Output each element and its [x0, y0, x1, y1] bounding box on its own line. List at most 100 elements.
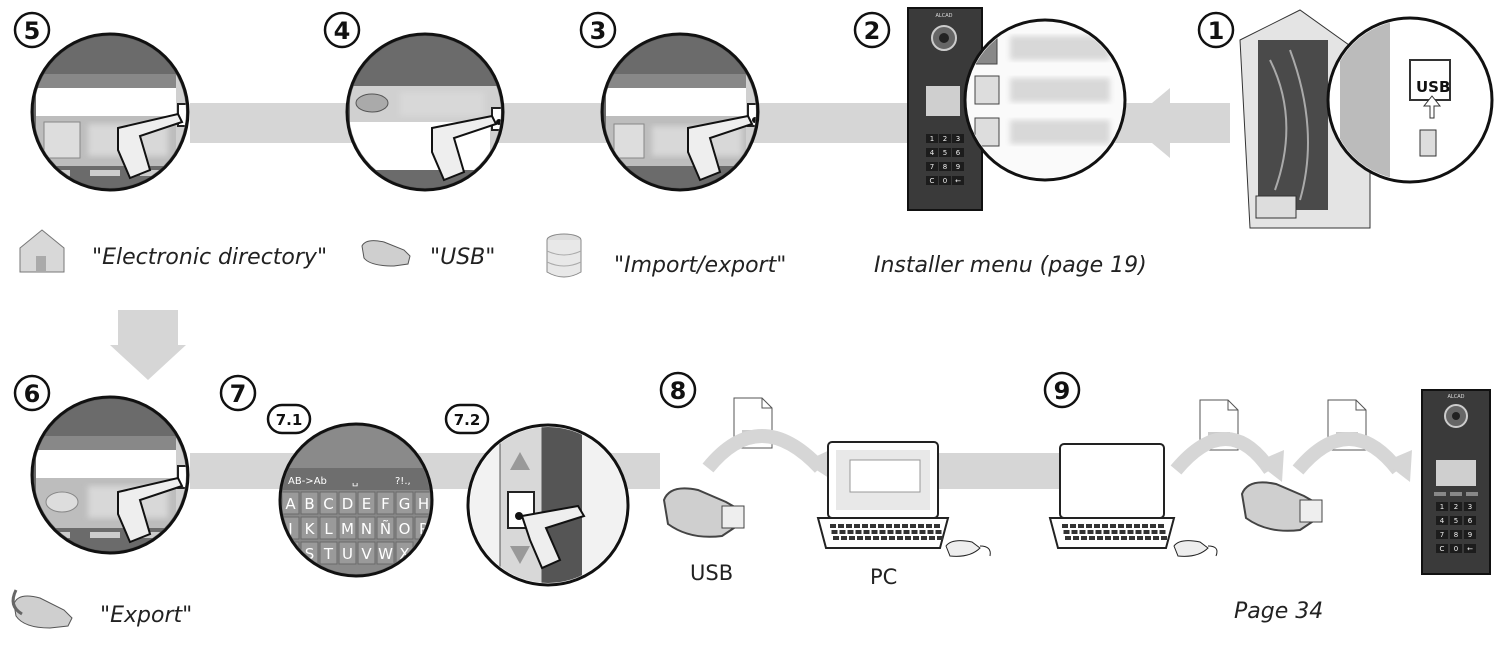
- keypad-key-label: 7: [1440, 531, 1444, 539]
- arrow-icon: [1292, 432, 1404, 475]
- keypad-key-label: 8: [1454, 531, 1458, 539]
- keypad-key-label: ←: [1467, 545, 1473, 553]
- caption-electronic-directory: "Electronic directory": [92, 245, 327, 270]
- laptop-key: [1134, 524, 1140, 528]
- laptop-key: [833, 536, 839, 540]
- hand-pointer-icon: [431, 114, 498, 182]
- laptop-key: [1105, 536, 1111, 540]
- laptop-key: [838, 524, 844, 528]
- step-badge-9: 9: [1043, 371, 1081, 409]
- keypad-key-label: 9: [1468, 531, 1472, 539]
- keypad-key: [1436, 502, 1448, 511]
- step-badge-2: 2: [853, 11, 891, 49]
- laptop-key: [1121, 536, 1127, 540]
- laptop-key: [902, 524, 908, 528]
- arrow-icon: [110, 310, 186, 380]
- keyboard-key-label: N: [361, 520, 372, 538]
- laptop-key: [918, 524, 924, 528]
- keypad-key-label: 8: [943, 163, 947, 171]
- caption-pc: PC: [870, 565, 897, 589]
- step-badge-6: 6: [13, 374, 51, 412]
- step1-zoom: USB: [1326, 16, 1494, 184]
- keypad-key-label: 5: [1454, 517, 1458, 525]
- caption-usb-quoted: "USB": [430, 245, 495, 270]
- laptop-key: [1142, 524, 1148, 528]
- laptop-key: [881, 536, 887, 540]
- laptop-key: [1062, 524, 1068, 528]
- keyboard-key: [300, 516, 319, 540]
- laptop-key: [1161, 536, 1167, 540]
- laptop-key: [870, 524, 876, 528]
- step72-button-zoom: [466, 423, 630, 587]
- laptop-key: [1071, 530, 1078, 534]
- keyboard-key: [357, 541, 376, 565]
- laptop-key: [1081, 536, 1087, 540]
- keyboard-key-label: P: [419, 520, 428, 538]
- laptop-key: [879, 530, 886, 534]
- keyboard-key-label: E: [362, 495, 371, 513]
- laptop-key: [1078, 524, 1084, 528]
- laptop-key: [830, 524, 836, 528]
- keyboard-key-label: F: [381, 495, 390, 513]
- svg-text:7: 7: [230, 380, 247, 408]
- keypad-key: [926, 148, 938, 157]
- keypad-key-label: 2: [1454, 503, 1458, 511]
- keyboard-key-label: S: [305, 545, 315, 563]
- laptop-key: [1145, 536, 1151, 540]
- keyboard-key-label: O: [399, 520, 411, 538]
- laptop-key: [1135, 530, 1142, 534]
- laptop-key: [913, 536, 919, 540]
- keyboard-key-label: K: [305, 520, 316, 538]
- keypad-key-label: 2: [943, 135, 947, 143]
- keypad-key-label: 3: [1468, 503, 1472, 511]
- keypad-key: [1464, 530, 1476, 539]
- laptop-key: [886, 524, 892, 528]
- laptop-key: [903, 530, 910, 534]
- svg-text:8: 8: [670, 377, 687, 405]
- arrow-icon: [1384, 450, 1412, 482]
- laptop-key: [911, 530, 918, 534]
- arrow-icon: [1170, 432, 1276, 475]
- laptop-key: [1103, 530, 1110, 534]
- keypad-key: [1436, 530, 1448, 539]
- laptop-key: [871, 530, 878, 534]
- keyboard-key-label: Ñ: [380, 519, 391, 538]
- svg-text:1: 1: [1208, 17, 1225, 45]
- step5-zoom: [30, 32, 190, 192]
- laptop-icon: [816, 441, 950, 549]
- step-badge-4: 4: [323, 11, 361, 49]
- caption-page34: Page 34: [1234, 599, 1323, 624]
- usb-label: USB: [1416, 78, 1450, 96]
- keypad-key: [1450, 516, 1462, 525]
- scroll-down-icon: [510, 546, 530, 564]
- keyboard-key: [338, 541, 357, 565]
- svg-text:6: 6: [24, 380, 41, 408]
- mouse-icon: [945, 540, 991, 557]
- keyboard-key-label: H: [418, 495, 429, 513]
- keyboard-key: [376, 541, 395, 565]
- laptop-key: [873, 536, 879, 540]
- laptop-key: [1102, 524, 1108, 528]
- keyboard-key: [282, 491, 300, 515]
- step-badge-8: 8: [659, 371, 697, 409]
- keyboard-key: [319, 541, 338, 565]
- laptop-key: [1119, 530, 1126, 534]
- flow-band-bottom-2: [930, 453, 1070, 489]
- step3-zoom: [600, 32, 760, 192]
- keypad-key-label: ←: [955, 177, 961, 185]
- laptop-key: [937, 536, 943, 540]
- laptop-key: [1137, 536, 1143, 540]
- keypad-key-label: 0: [943, 177, 947, 185]
- database-icon: [546, 233, 582, 278]
- keyboard-key-label: D: [342, 495, 354, 513]
- usb-stick: [662, 487, 745, 538]
- keyboard-symbols-key: ?!.,: [395, 476, 411, 487]
- panel-brand-label: ALCAD: [936, 13, 953, 19]
- keyboard-mode-key: AB->Ab: [288, 476, 327, 487]
- keypad-key: [952, 148, 964, 157]
- laptop-key: [1065, 536, 1071, 540]
- laptop-key: [878, 524, 884, 528]
- keyboard-key-label: R: [285, 545, 295, 563]
